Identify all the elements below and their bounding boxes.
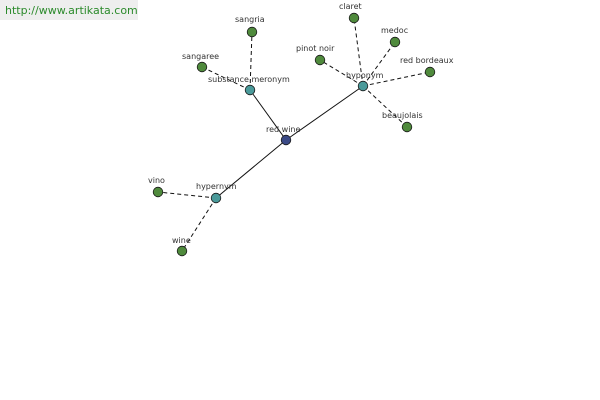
edge-red-wine-hyponym: [285, 85, 364, 141]
term-label-vino[interactable]: vino: [148, 176, 165, 185]
term-node-pinot-noir[interactable]: [314, 54, 326, 66]
edge-hyponym-pinot-noir: [319, 59, 364, 87]
term-label-beaujolais[interactable]: beaujolais: [382, 111, 423, 120]
nodes-layer: [152, 12, 436, 257]
edge-hyponym-medoc: [362, 41, 396, 87]
relation-label-hyponym[interactable]: hyponym: [346, 71, 384, 80]
root-node-red-wine[interactable]: [280, 134, 292, 146]
relation-label-hypernym[interactable]: hypernym: [196, 182, 237, 191]
relation-node-substance-meronym[interactable]: [244, 84, 256, 96]
term-label-sangaree[interactable]: sangaree: [182, 52, 219, 61]
term-label-medoc[interactable]: medoc: [381, 26, 408, 35]
term-label-claret[interactable]: claret: [339, 2, 362, 11]
relation-label-substance-meronym[interactable]: substance meronym: [208, 75, 290, 84]
term-label-wine[interactable]: wine: [172, 236, 191, 245]
term-label-red-bordeaux[interactable]: red bordeaux: [400, 56, 454, 65]
edge-hypernym-vino: [157, 191, 217, 199]
edge-hyponym-beaujolais: [362, 85, 408, 128]
term-node-claret[interactable]: [348, 12, 360, 24]
term-label-sangria[interactable]: sangria: [235, 15, 265, 24]
term-node-medoc[interactable]: [389, 36, 401, 48]
edge-red-wine-hypernym: [215, 139, 287, 199]
relation-node-hyponym[interactable]: [357, 80, 369, 92]
term-node-sangria[interactable]: [246, 26, 258, 38]
term-node-sangaree[interactable]: [196, 61, 208, 73]
edge-substance-meronym-sangria: [249, 31, 253, 91]
labels-layer: sangria sangaree claret medoc pinot noir red …: [148, 2, 454, 245]
edge-hyponym-red-bordeaux: [362, 71, 431, 87]
site-url-link[interactable]: http://www.artikata.com: [5, 4, 138, 17]
edge-substance-meronym-sangaree: [201, 66, 251, 91]
term-node-vino[interactable]: [152, 186, 164, 198]
term-node-wine[interactable]: [176, 245, 188, 257]
term-node-red-bordeaux[interactable]: [424, 66, 436, 78]
relation-node-hypernym[interactable]: [210, 192, 222, 204]
edge-hypernym-wine: [181, 197, 217, 252]
term-node-beaujolais[interactable]: [401, 121, 413, 133]
edge-red-wine-substance-meronym: [249, 89, 287, 141]
root-label-red-wine[interactable]: red wine: [266, 125, 300, 134]
term-label-pinot-noir[interactable]: pinot noir: [296, 44, 335, 53]
url-banner: http://www.artikata.com: [0, 0, 138, 20]
edges-layer: [157, 17, 431, 252]
edge-hyponym-claret: [353, 17, 364, 87]
